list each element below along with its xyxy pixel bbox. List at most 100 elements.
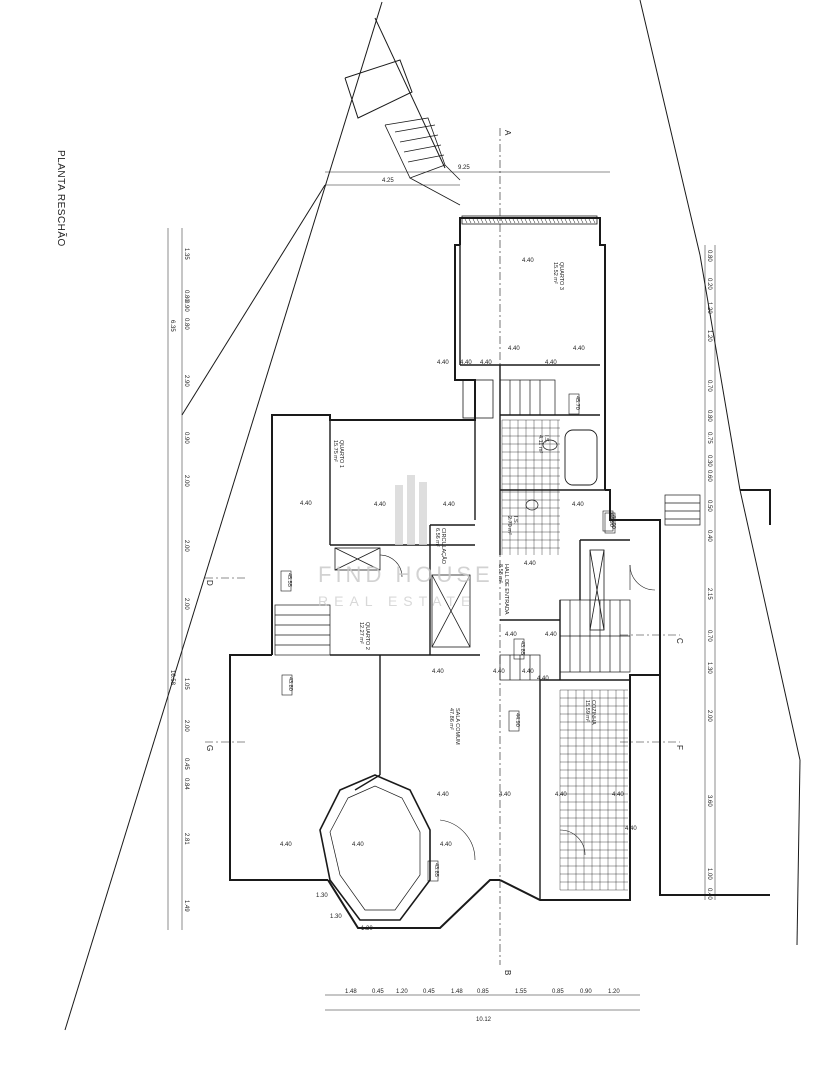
dimension-label: 16.58 (169, 670, 175, 686)
dimension-label: 4.40 (573, 346, 585, 352)
level-tag: 45.70 (574, 396, 580, 410)
hatch-line (539, 216, 544, 224)
watermark: FIND HOUSE REAL ESTATE (318, 475, 494, 609)
hatch-line (575, 216, 580, 224)
hatch-line (571, 216, 576, 224)
dimension-label: 4.40 (443, 502, 455, 508)
section-marker-label: C (675, 638, 684, 644)
room-name: CIRCULAÇÃO (440, 528, 447, 565)
dimension-label: 4.40 (545, 360, 557, 366)
room-name: QUARTO 1 (338, 440, 344, 468)
dimension-label: 0.80 (183, 290, 189, 302)
dimension-label: 1.00 (706, 868, 712, 880)
dimension-label: 2.90 (183, 375, 189, 387)
room-area: 8.58 m² (497, 564, 503, 583)
dimension-label: 4.40 (374, 502, 386, 508)
dimension-label: 1.20 (706, 302, 712, 314)
level-tag-box (280, 570, 292, 592)
dimension-label: 0.60 (706, 470, 712, 482)
dimension-label: 2.00 (183, 540, 189, 552)
hatch-line (495, 216, 500, 224)
dimension-label: 2.15 (706, 588, 712, 600)
dimension-label: 1.20 (608, 989, 620, 995)
level-tag: 43.85 (519, 641, 525, 655)
room-area: 12.27 m² (358, 622, 364, 644)
dimension-label: 1.30 (361, 926, 373, 932)
hatch-line (471, 216, 476, 224)
dimension-label: 0.84 (183, 778, 189, 790)
dimension-label: 0.85 (552, 989, 564, 995)
dimension-label: 6.35 (169, 320, 175, 332)
dimension-label: 4.40 (572, 502, 584, 508)
dimension-label: 0.40 (706, 888, 712, 900)
octagonal-bay (319, 774, 431, 921)
bathroom-tile-floor (501, 419, 560, 555)
interior-stair (499, 379, 631, 673)
hatch-line (463, 216, 468, 224)
level-tag: 43.85 (433, 863, 439, 877)
room-name: QUARTO 3 (558, 262, 564, 290)
room-area: 2.70 m² (506, 516, 512, 535)
dimension-label: 0.90 (183, 432, 189, 444)
dimension-label: 1.20 (396, 989, 408, 995)
dimension-label: 0.50 (706, 500, 712, 512)
section-marker-label: D (205, 580, 214, 586)
room-area: 4.11 m² (537, 435, 543, 453)
dimension-label: 0.90 (580, 989, 592, 995)
dimensions-right: 0.800.201.201.200.700.800.750.300.600.50… (706, 250, 712, 900)
hatch-line (475, 216, 480, 224)
dimension-label: 0.45 (183, 758, 189, 770)
side-steps (274, 494, 701, 681)
hatch-line (527, 216, 532, 224)
hatch-line (523, 216, 528, 224)
dimension-label: 4.40 (499, 792, 511, 798)
level-tag-box (508, 710, 520, 732)
hatch-line (563, 216, 568, 224)
section-marker-label: A (503, 130, 512, 136)
hatch-line (503, 216, 508, 224)
room-name: SALA COMUM (454, 708, 460, 745)
dimension-label: 0.70 (706, 380, 712, 392)
watermark-subtext: REAL ESTATE (318, 593, 476, 609)
dimension-label: 1.49 (183, 900, 189, 912)
dimensions-top: 9.254.25 (382, 165, 470, 184)
dimension-label: 4.40 (612, 792, 624, 798)
hatch-line (487, 216, 492, 224)
level-tag-box (427, 860, 439, 882)
room-area: 15.52 m² (552, 262, 558, 284)
dimension-label: 0.30 (706, 455, 712, 467)
dimension-label: 10.12 (476, 1017, 492, 1023)
dimension-label: 4.40 (545, 632, 557, 638)
watermark-text: FIND HOUSE (318, 562, 494, 587)
level-tag-box (281, 674, 293, 696)
dimension-label: 1.35 (183, 248, 189, 260)
dimension-label: 4.40 (460, 360, 472, 366)
dimension-label: 0.75 (706, 432, 712, 444)
room-name: I.S. (512, 516, 518, 525)
dimension-label: 4.40 (524, 561, 536, 567)
dimension-label: 1.55 (515, 989, 527, 995)
entry-stair-top (384, 117, 461, 206)
hatch-line (587, 216, 592, 224)
dimension-label: 0.40 (706, 530, 712, 542)
hatch-line (579, 216, 584, 224)
dimension-label: 0.70 (706, 630, 712, 642)
dimension-label: 4.40 (505, 632, 517, 638)
level-tag: 45.55 (286, 573, 292, 587)
hatch-line (467, 216, 472, 224)
dimension-label: 0.80 (706, 410, 712, 422)
dimension-label: 0.90 (183, 300, 189, 312)
dimension-label: 1.30 (706, 662, 712, 674)
dimension-label: 4.40 (508, 346, 520, 352)
dimension-label: 4.40 (493, 669, 505, 675)
dimension-label: 4.40 (280, 842, 292, 848)
wardrobes (334, 379, 605, 648)
room-area: 6.56 m² (434, 528, 440, 547)
level-tag-box (568, 393, 580, 415)
dimension-label: 2.00 (706, 710, 712, 722)
hatch-line (555, 216, 560, 224)
hatch-line (519, 216, 524, 224)
